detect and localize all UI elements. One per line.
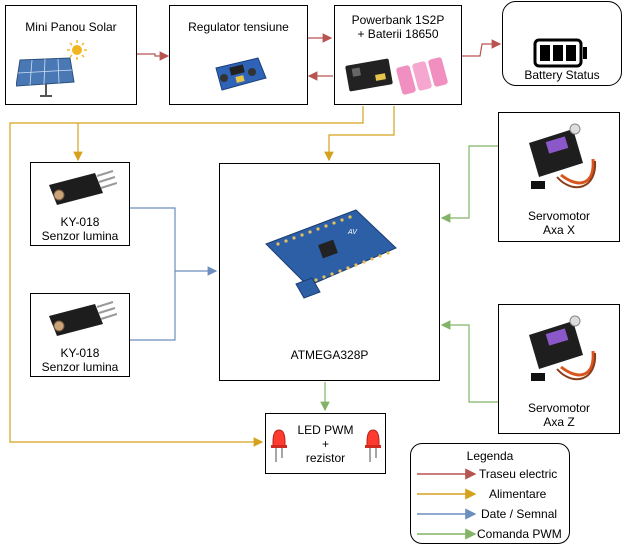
wire-pwm-servo-z (440, 320, 498, 403)
red-led-icon (365, 429, 381, 462)
led-node: LED PWM + rezistor (265, 413, 386, 474)
regulator-node: Regulator tensiune (169, 5, 308, 105)
legend-item-power: Alimentare (489, 487, 547, 501)
legend-item-pwm: Comanda PWM (477, 527, 562, 541)
battery-icon (533, 38, 587, 68)
wire-sensor1-data (130, 207, 176, 271)
led-label-line2: + (321, 437, 329, 451)
regulator-label: Regulator tensiune (188, 20, 289, 34)
legend-item-electric: Traseu electric (479, 467, 558, 481)
servo-x-title: Servomotor (527, 209, 591, 223)
servo-icon (529, 315, 597, 381)
ky018-module-icon (49, 301, 117, 336)
mcu-label: ATMEGA328P (290, 348, 369, 362)
solar-panel-label: Mini Panou Solar (25, 20, 117, 34)
ky018-module-icon (49, 170, 117, 205)
regulator-module-icon (215, 57, 267, 91)
servo-z-node: Servomotor Axa Z (498, 304, 620, 434)
legend-title: Legenda (466, 449, 514, 463)
servo-z-axis: Axa Z (543, 415, 575, 429)
powerbank-node: Powerbank 1S2P + Baterii 18650 (334, 5, 462, 105)
powerbank-label-line1: Powerbank 1S2P (351, 13, 445, 27)
solar-panel-node: Mini Panou Solar (5, 5, 137, 105)
mcu-board-icon: AV (265, 209, 397, 299)
legend: Legenda Traseu electric Alimentare Date … (410, 443, 570, 544)
light-sensor-1-model: KY-018 (60, 215, 100, 229)
servo-z-title: Servomotor (527, 401, 591, 415)
solar-panel-icon (16, 40, 87, 97)
battery-status-node: Battery Status (502, 1, 622, 86)
wire-sensor2-data (130, 266, 218, 341)
powerbank-label-line2: + Baterii 18650 (357, 27, 439, 41)
servo-icon (529, 123, 597, 189)
light-sensor-2-node: KY-018 Senzor lumina (30, 293, 130, 377)
led-label-line3: rezistor (305, 451, 346, 465)
wire-power-mcu (324, 106, 395, 162)
legend-swatches (417, 468, 477, 540)
battery-status-label: Battery Status (524, 68, 600, 82)
light-sensor-2-label: Senzor lumina (41, 360, 119, 374)
svg-text:AV: AV (347, 229, 358, 236)
light-sensor-1-node: KY-018 Senzor lumina (30, 162, 130, 246)
wire-powerbank-to-battery (461, 39, 502, 57)
mcu-node: AV ATMEGA328P (219, 163, 440, 381)
servo-x-axis: Axa X (542, 223, 575, 237)
wire-pwm-servo-x (440, 145, 498, 223)
wire-solar-to-regulator (136, 51, 170, 61)
servo-x-node: Servomotor Axa X (498, 112, 620, 242)
powerbank-batteries-icon (345, 57, 448, 95)
red-led-icon (271, 429, 287, 462)
led-label-line1: LED PWM (297, 423, 354, 437)
light-sensor-2-model: KY-018 (60, 346, 100, 360)
legend-item-data: Date / Semnal (481, 507, 558, 521)
light-sensor-1-label: Senzor lumina (41, 229, 119, 243)
